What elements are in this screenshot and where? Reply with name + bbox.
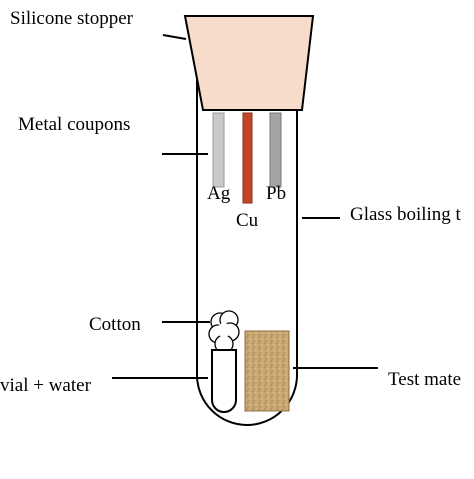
lead-coupon bbox=[269, 112, 282, 188]
silver-coupon bbox=[212, 112, 225, 188]
copper-coupon bbox=[242, 112, 253, 204]
cotton-plug bbox=[208, 310, 240, 354]
glass-boiling-tube bbox=[196, 78, 298, 426]
test-material-label: Test mate bbox=[388, 369, 461, 390]
test-material-block bbox=[244, 330, 290, 412]
tube-label: Glass boiling t bbox=[350, 204, 462, 225]
silver-label: Ag bbox=[207, 183, 231, 204]
silicone-stopper bbox=[183, 15, 315, 111]
vial bbox=[211, 349, 237, 413]
copper-label: Cu bbox=[236, 210, 259, 231]
stopper-leader-line bbox=[162, 34, 187, 40]
vial-label: vial + water bbox=[0, 375, 92, 396]
stopper-label: Silicone stopper bbox=[10, 8, 134, 29]
lead-label: Pb bbox=[266, 183, 286, 204]
coupons-label: Metal coupons bbox=[18, 114, 130, 135]
cotton-label: Cotton bbox=[89, 314, 141, 335]
